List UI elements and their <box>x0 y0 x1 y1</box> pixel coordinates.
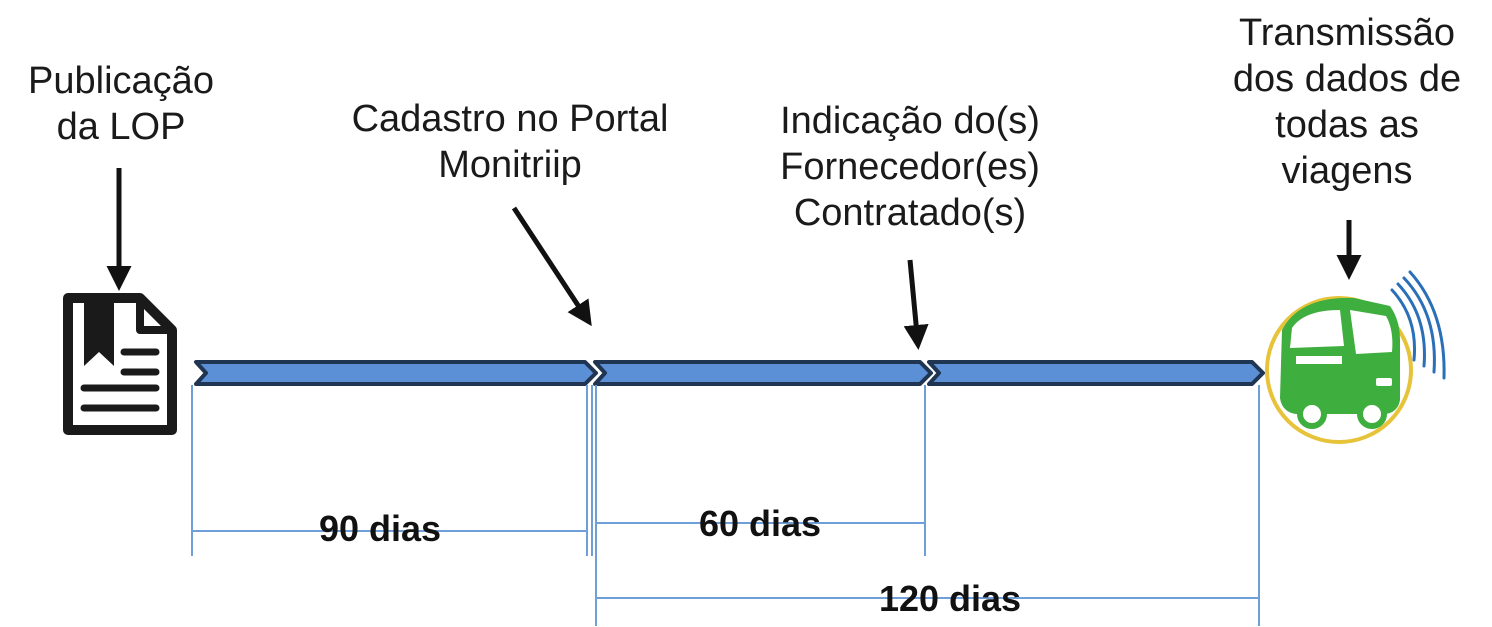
timeline-arrows <box>194 360 1265 386</box>
label-registration: Cadastro no Portal Monitriip <box>351 98 669 186</box>
pointer-arrow-registration <box>511 206 592 327</box>
bus-signal-icon <box>1265 270 1446 444</box>
duration-60-dias: 60 dias <box>698 503 822 544</box>
label-supplier: Indicação do(s) Fornecedor(es) Contratad… <box>780 100 1040 234</box>
label-transmission: Transmissão dos dados de todas as viagen… <box>1232 12 1462 192</box>
pointer-arrows <box>106 168 1362 350</box>
label-publication: Publicação da LOP <box>28 60 214 148</box>
pointer-arrow-supplier <box>903 259 929 350</box>
duration-120-dias: 120 dias <box>878 578 1022 619</box>
duration-90-dias: 90 dias <box>318 508 442 549</box>
timeline-segment-3 <box>927 360 1265 386</box>
timeline-segment-1 <box>194 360 598 386</box>
guide-lines <box>191 385 1260 626</box>
document-bookmark-icon <box>63 293 177 435</box>
timeline-segment-2 <box>593 360 933 386</box>
